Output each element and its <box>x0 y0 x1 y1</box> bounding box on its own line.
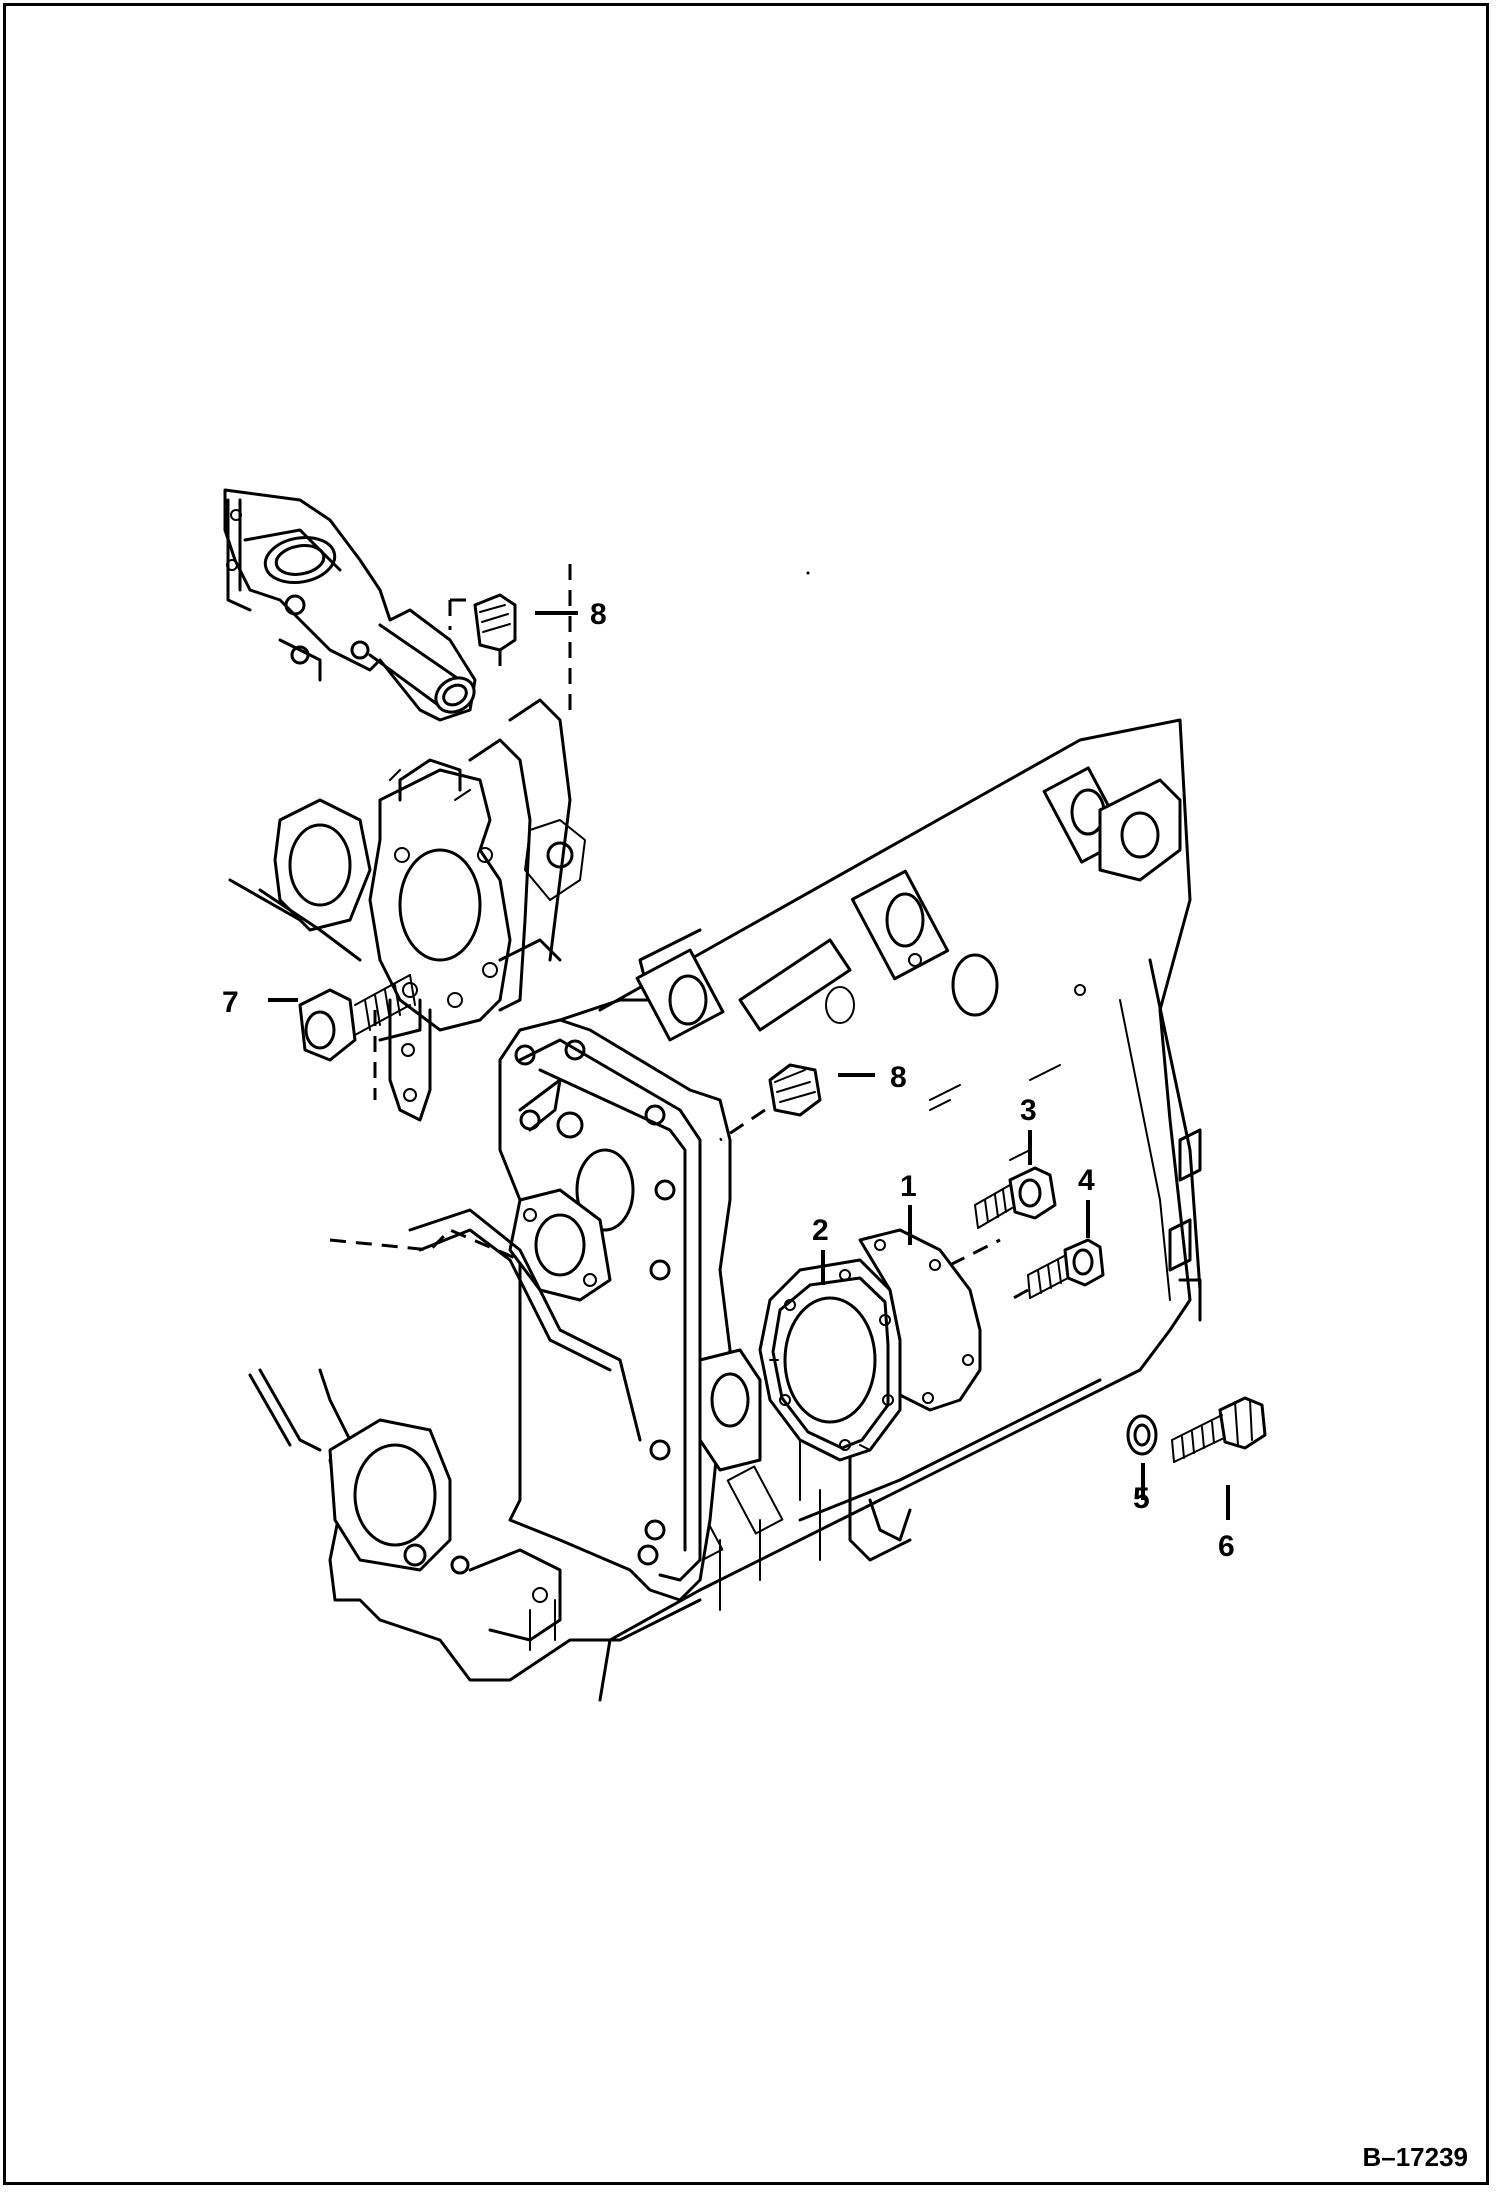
leader-lines <box>268 611 1230 1520</box>
callout-4: 4 <box>1078 1164 1095 1197</box>
part-8-plug-upper <box>448 593 517 670</box>
diagram-frame <box>3 3 1489 2185</box>
callout-8-lower: 8 <box>890 1061 907 1094</box>
callout-labels: 8 7 8 1 2 3 4 5 6 <box>222 598 1235 1563</box>
part-2-gasket <box>758 1258 902 1462</box>
part-6-hex-bolt <box>1171 1396 1267 1463</box>
part-1-cover-plate <box>858 1228 1001 1412</box>
part-5-washer <box>1126 1414 1158 1456</box>
callout-7: 7 <box>222 986 239 1019</box>
part-3-bolt <box>974 1166 1057 1229</box>
flywheel-housing <box>248 1208 702 1682</box>
callout-2: 2 <box>812 1214 829 1247</box>
callout-1: 1 <box>900 1170 917 1203</box>
callout-5: 5 <box>1133 1482 1150 1515</box>
stray-dot <box>806 571 810 575</box>
engine-block <box>558 718 1202 1702</box>
front-timing-cover <box>498 1018 762 1602</box>
callout-3: 3 <box>1020 1094 1037 1127</box>
figure-number: B–17239 <box>1362 2142 1468 2172</box>
part-8-plug-lower <box>719 1063 822 1142</box>
callout-6: 6 <box>1218 1530 1235 1563</box>
part-7-flange-bolt <box>298 974 416 1062</box>
thermostat-housing <box>223 488 477 722</box>
gear-case-plate <box>228 560 586 1122</box>
part-4-bolt <box>1009 1238 1105 1302</box>
callout-8-upper: 8 <box>590 598 607 631</box>
